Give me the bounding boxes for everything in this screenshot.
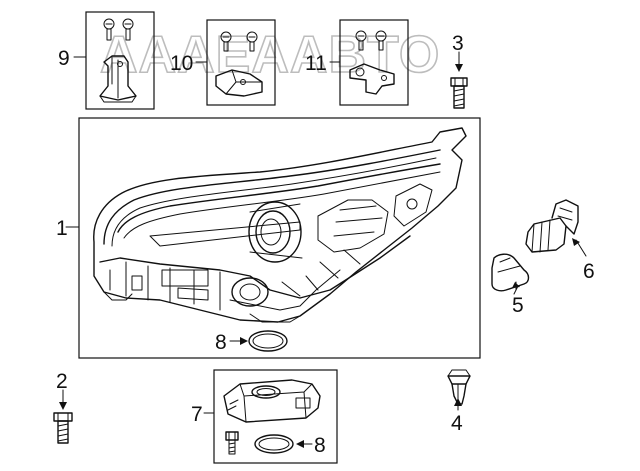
part-6-bulb: [525, 199, 587, 257]
callout-1: 1: [56, 217, 68, 240]
callout-2: 2: [56, 370, 68, 393]
callout-4: 4: [451, 412, 463, 435]
callout-11: 11: [305, 52, 327, 75]
callout-8-lower: 8: [314, 434, 326, 457]
screw-icon: [225, 431, 239, 455]
part-8-seal-upper: [229, 330, 288, 352]
callout-6: 6: [583, 260, 595, 283]
callout-7: 7: [191, 403, 203, 426]
part-7-ballast-box: [213, 369, 338, 464]
headlamp-assembly: [93, 127, 467, 323]
part-2-bolt: [53, 389, 73, 444]
part-1-headlamp-box: [78, 117, 481, 359]
callout-9: 9: [58, 47, 70, 70]
screw-icon: [103, 18, 115, 41]
part-8-seal-lower: [254, 434, 313, 454]
screw-icon: [375, 30, 387, 51]
callout-10: 10: [170, 52, 193, 75]
screw-icon: [355, 30, 367, 51]
callout-5: 5: [512, 294, 524, 317]
projector-lens-icon: [248, 201, 303, 263]
part-3-bolt: [450, 51, 468, 109]
part-5-bulb: [491, 253, 530, 295]
callout-3: 3: [452, 32, 464, 55]
part-10-bracket-box: [206, 19, 276, 106]
screw-icon: [246, 31, 258, 52]
screw-icon: [122, 18, 134, 41]
screw-icon: [220, 31, 232, 52]
part-9-bracket-box: [85, 11, 155, 110]
watermark: AAAEAABTO: [100, 26, 440, 84]
part-4-clip: [447, 369, 471, 411]
callout-8-upper: 8: [215, 331, 227, 354]
